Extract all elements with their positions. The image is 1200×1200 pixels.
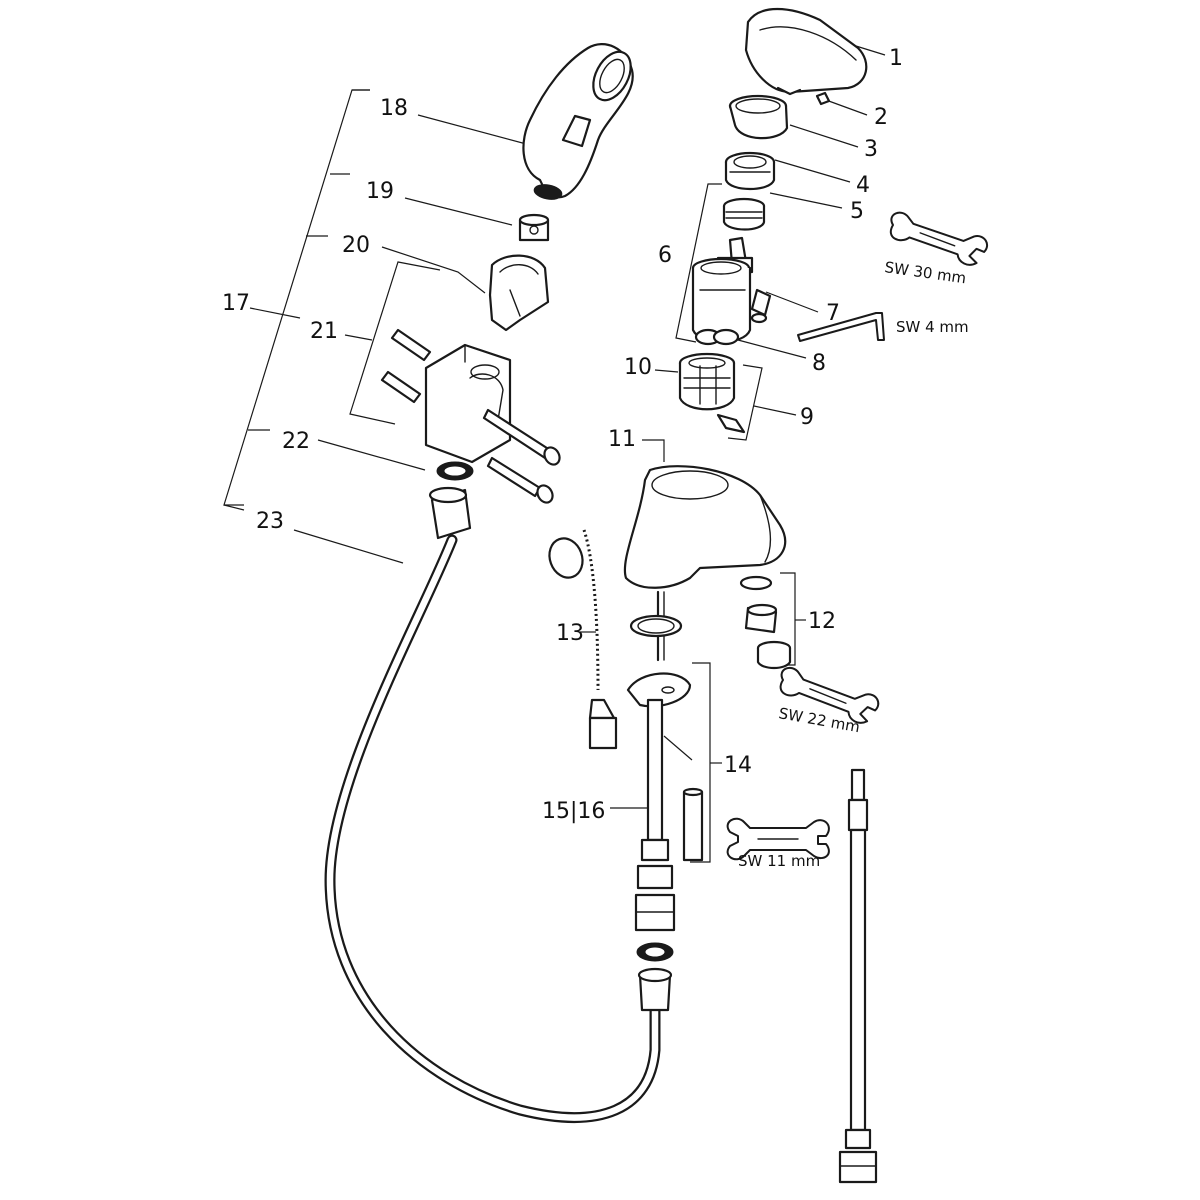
callout-12: 12 xyxy=(808,609,836,634)
part-plug-chain xyxy=(548,529,618,750)
callout-6: 6 xyxy=(658,243,672,268)
part-clip xyxy=(716,413,746,434)
part-shower-hose xyxy=(324,486,673,1123)
wrench-30mm-icon xyxy=(889,211,989,266)
part-wall-bracket xyxy=(424,343,512,464)
part-fixing-rod xyxy=(626,590,692,708)
callout-17: 17 xyxy=(222,291,250,316)
tool-label-sw4: SW 4 mm xyxy=(896,318,969,336)
callout-9: 9 xyxy=(800,405,814,430)
leader-lines xyxy=(223,41,886,863)
callout-18: 18 xyxy=(380,96,408,121)
part-mixer-body xyxy=(623,465,787,589)
callout-8: 8 xyxy=(812,351,826,376)
part-set-screw xyxy=(815,91,831,106)
callout-10: 10 xyxy=(624,355,652,380)
part-aerator-set xyxy=(739,575,792,670)
part-sieve-washer xyxy=(436,461,474,481)
callout-11: 11 xyxy=(608,427,636,452)
part-wall-plugs xyxy=(380,328,432,404)
part-cartridge-nut xyxy=(722,197,766,231)
callout-2: 2 xyxy=(874,105,888,130)
part-supply-hose-right xyxy=(838,768,878,1184)
part-lever-handle xyxy=(744,7,868,96)
part-adapter xyxy=(518,213,550,242)
callout-5: 5 xyxy=(850,199,864,224)
callout-21: 21 xyxy=(310,319,338,344)
callout-22: 22 xyxy=(282,429,310,454)
part-spacer-sleeve xyxy=(682,787,704,862)
part-hand-shower xyxy=(522,43,634,200)
callout-3: 3 xyxy=(864,137,878,162)
part-threaded-nut xyxy=(724,151,776,190)
part-cover-ring xyxy=(728,94,789,140)
part-wall-screws xyxy=(482,408,561,504)
part-holder-clip xyxy=(488,254,550,332)
callout-4: 4 xyxy=(856,173,870,198)
part-o-rings xyxy=(694,328,740,346)
part-screw-small xyxy=(750,288,772,324)
wrench-11mm-icon xyxy=(726,817,830,861)
callout-19: 19 xyxy=(366,179,394,204)
part-diverter xyxy=(678,352,736,411)
callout-20: 20 xyxy=(342,233,370,258)
callout-1: 1 xyxy=(889,46,903,71)
callout-7: 7 xyxy=(826,301,840,326)
tool-label-sw30: SW 30 mm xyxy=(883,258,967,287)
part-supply-hose-left xyxy=(634,698,676,962)
callout-13: 13 xyxy=(556,621,584,646)
tool-label-sw11: SW 11 mm xyxy=(738,852,820,870)
part-cartridge xyxy=(691,236,754,343)
callout-labels: 1 2 3 4 5 6 7 8 9 10 11 12 13 14 15|16 1… xyxy=(222,46,903,824)
hex-key-4mm-icon xyxy=(797,312,885,342)
callout-15-16: 15|16 xyxy=(542,799,605,824)
wrench-22mm-icon xyxy=(779,666,880,724)
callout-23: 23 xyxy=(256,509,284,534)
callout-14: 14 xyxy=(724,753,752,778)
